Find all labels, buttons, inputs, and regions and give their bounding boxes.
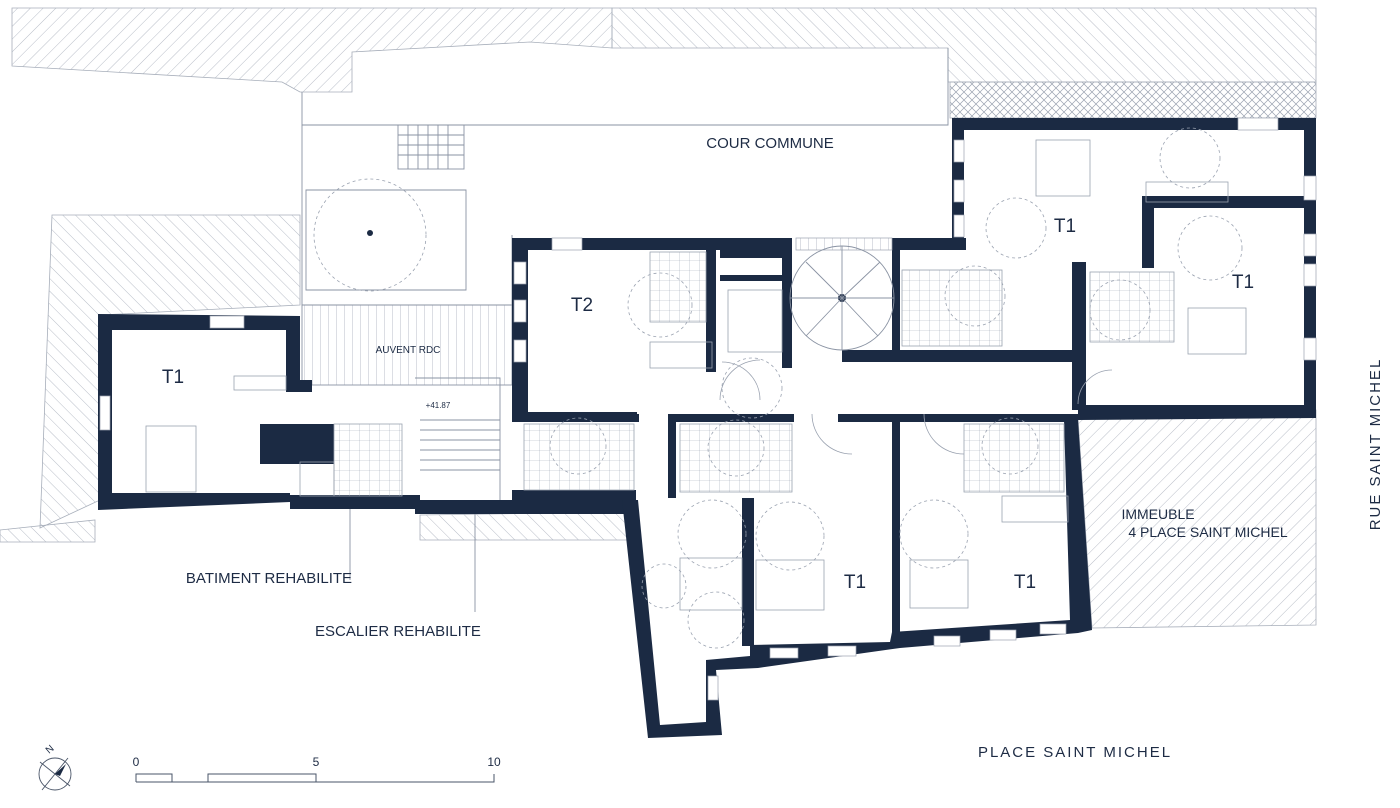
cour-commune-label: COUR COMMUNE: [706, 135, 834, 152]
courtyard-lines: [301, 48, 949, 612]
unit-t1-bottom-mid: T1: [844, 572, 866, 593]
scale-label-5: 5: [313, 755, 320, 769]
north-label: N: [44, 743, 57, 756]
unit-t1-top-right: T1: [1054, 216, 1076, 237]
rue-saint-michel-label: RUE SAINT MICHEL: [1367, 358, 1384, 531]
fixtures: [145, 127, 1247, 649]
scale-bar: 0 5 10: [133, 755, 501, 783]
walls: [98, 118, 1316, 738]
north-arrow: N: [38, 743, 72, 791]
context-hatching: [0, 7, 1317, 629]
level-label: +41.87: [426, 401, 451, 410]
immeuble-address-label: 4 PLACE SAINT MICHEL: [1128, 524, 1287, 540]
unit-t1-right: T1: [1232, 272, 1254, 293]
windows: [99, 117, 1317, 701]
batiment-rehabilite-label: BATIMENT REHABILITE: [186, 570, 352, 587]
unit-t1-left: T1: [162, 367, 184, 388]
unit-t2: T2: [571, 295, 593, 316]
place-saint-michel-label: PLACE SAINT MICHEL: [978, 744, 1172, 761]
escalier-rehabilite-label: ESCALIER REHABILITE: [315, 623, 481, 640]
immeuble-label: IMMEUBLE: [1121, 506, 1194, 522]
scale-label-10: 10: [487, 755, 501, 769]
auvent-label: AUVENT RDC: [376, 345, 441, 356]
scale-label-0: 0: [133, 755, 140, 769]
unit-t1-bottom-right: T1: [1014, 572, 1036, 593]
